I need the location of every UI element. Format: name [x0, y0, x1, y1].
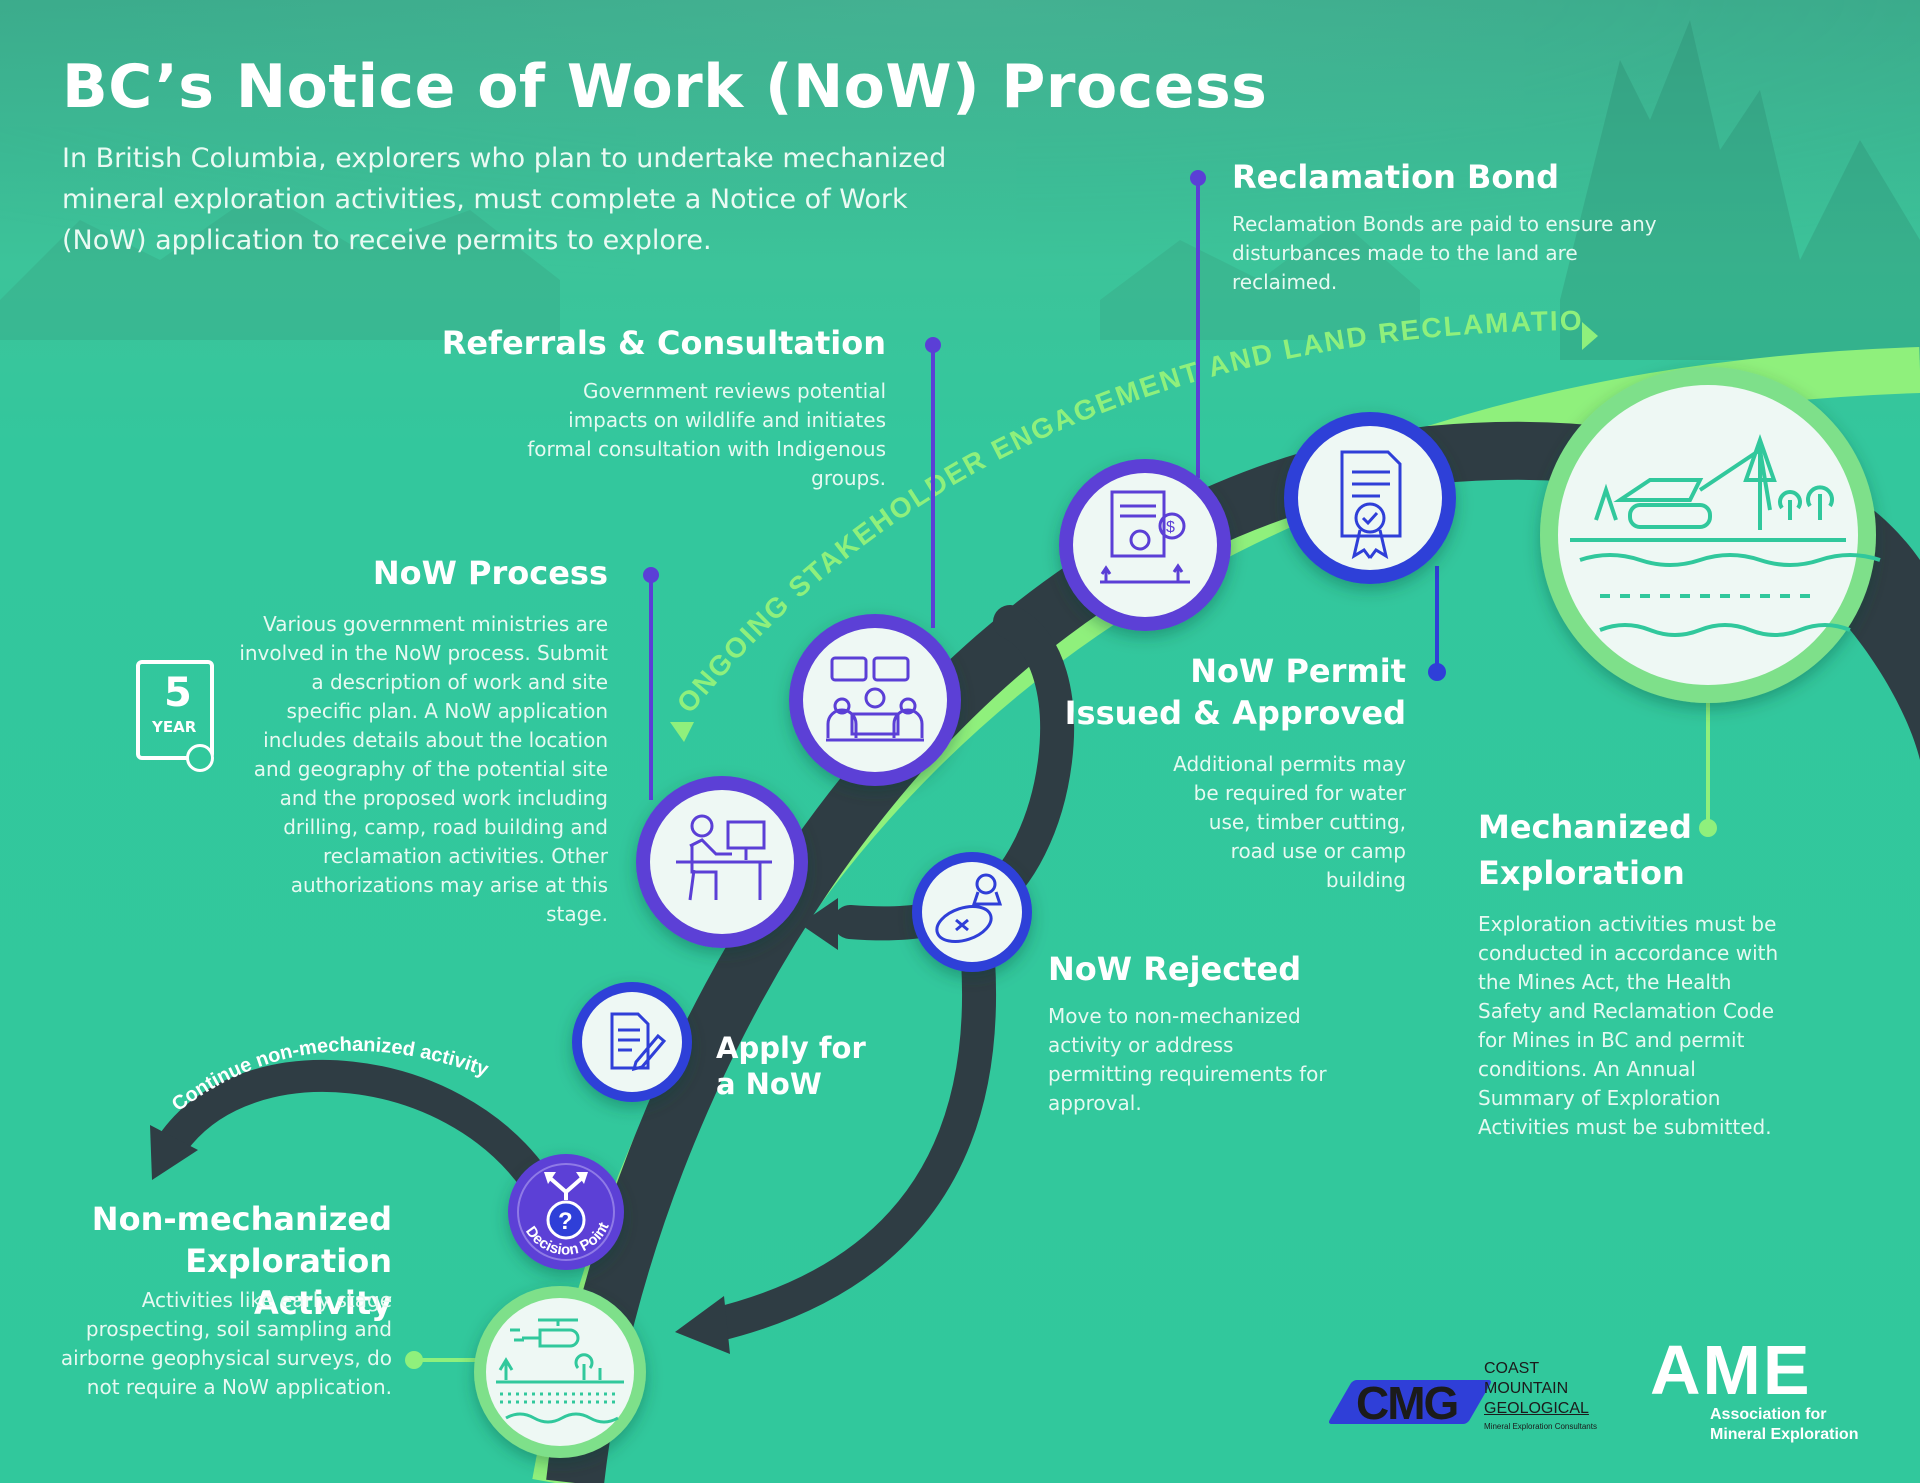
application-document-icon	[610, 1012, 667, 1072]
ame-line2: Mineral Exploration	[1710, 1426, 1859, 1443]
arc-arrow-left-icon	[670, 722, 694, 742]
nonmech-title-line2: Exploration Activity	[185, 1242, 392, 1322]
mechanized-exploration-node	[1540, 367, 1876, 703]
apply-title-line2: a NoW	[716, 1067, 822, 1101]
nonmech-title-line1: Non-mechanized	[91, 1200, 392, 1238]
svg-text:?: ?	[558, 1208, 573, 1235]
badge-number: 5	[164, 670, 192, 716]
helicopter-survey-icon	[496, 1318, 624, 1424]
page-title: BC’s Notice of Work (NoW) Process	[62, 52, 1268, 122]
ame-line1: Association for	[1710, 1406, 1827, 1423]
five-year-badge: 5 YEAR	[136, 660, 214, 772]
rejected-return-arrow	[698, 943, 996, 1342]
cmg-line3: GEOLOGICAL	[1484, 1400, 1589, 1417]
cmg-logo-mark: CMG	[1356, 1377, 1459, 1429]
reclamation-bond-title: Reclamation Bond	[1232, 158, 1560, 196]
continue-loop-arrowhead	[150, 1125, 198, 1180]
rejected-loop-arrowhead	[800, 898, 838, 950]
mountain-backdrop	[0, 0, 1920, 360]
rejected-stamp-icon	[935, 873, 1003, 944]
desk-worker-icon	[676, 814, 772, 901]
permit-title-line2: Issued & Approved	[1064, 694, 1406, 732]
rejected-return-arrowhead	[675, 1296, 730, 1354]
referrals-node	[789, 614, 961, 786]
non-mechanized-node	[474, 1286, 646, 1458]
rejected-desc: Move to non-mechanized activity or addre…	[1048, 1004, 1327, 1115]
mechanized-title-line2: Exploration	[1478, 854, 1685, 892]
rejected-node	[912, 852, 1032, 972]
reclamation-bond-desc: Reclamation Bonds are paid to ensure any…	[1232, 212, 1657, 294]
cmg-logo: CMG COAST MOUNTAIN GEOLOGICAL Mineral Ex…	[1327, 1358, 1610, 1438]
permit-desc: Additional permits may be required for w…	[1173, 752, 1406, 892]
permit-title-line1: NoW Permit	[1190, 652, 1406, 690]
badge-ribbon-icon	[186, 744, 214, 772]
cmg-line1: COAST	[1484, 1360, 1540, 1377]
reclamation-bond-node	[1059, 459, 1231, 631]
now-process-title: NoW Process	[372, 554, 608, 592]
mechanized-desc: Exploration activities must be conducted…	[1478, 912, 1779, 1139]
cmg-tagline: Mineral Exploration Consultants	[1484, 1422, 1597, 1431]
ame-logo-mark: AME	[1650, 1331, 1812, 1409]
now-process-desc: Various government ministries are involv…	[239, 612, 608, 926]
intro-text: In British Columbia, explorers who plan …	[62, 143, 947, 256]
excavator-site-icon	[1570, 433, 1881, 637]
apply-title-line1: Apply for	[716, 1031, 866, 1065]
referrals-desc: Government reviews potential impacts on …	[527, 379, 886, 490]
ame-logo: AME Association for Mineral Exploration	[1650, 1330, 1870, 1450]
rejected-title: NoW Rejected	[1048, 950, 1302, 988]
permit-certificate-icon	[1340, 450, 1402, 560]
permit-node	[1284, 412, 1456, 584]
apply-node	[572, 982, 692, 1102]
nonmech-desc: Activities like early stage prospecting,…	[60, 1288, 392, 1399]
consultation-meeting-icon	[826, 656, 924, 742]
continue-loop-arrow	[159, 1060, 551, 1196]
svg-text:$: $	[1166, 519, 1175, 536]
mechanized-title-line1: Mechanized	[1478, 808, 1692, 846]
badge-label: YEAR	[152, 718, 197, 736]
bond-certificate-icon: $	[1100, 490, 1190, 584]
connector-lines	[405, 170, 1717, 1369]
cmg-line2: MOUNTAIN	[1484, 1380, 1569, 1397]
referrals-title: Referrals & Consultation	[441, 324, 886, 362]
decision-question-icon: ?	[544, 1172, 588, 1240]
arc-arrow-right-icon	[1582, 322, 1598, 350]
